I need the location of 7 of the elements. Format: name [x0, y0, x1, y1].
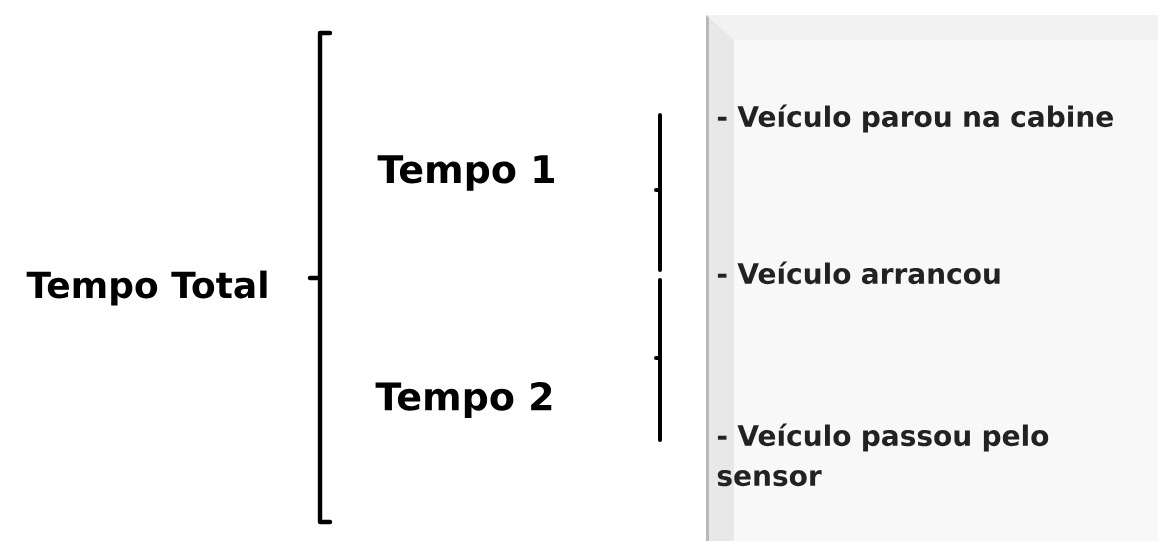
bracket-label: Tempo Total: [26, 270, 267, 306]
bracket-label: Tempo 2: [375, 381, 552, 419]
list-item: - Veículo passou pelo sensor: [717, 423, 1049, 487]
text-panel: [706, 15, 1158, 541]
list-item: - Veículo parou na cabine: [717, 104, 1113, 133]
bracket-label: Tempo 1: [377, 155, 554, 191]
list-item: - Veículo arrancou: [717, 261, 1000, 285]
